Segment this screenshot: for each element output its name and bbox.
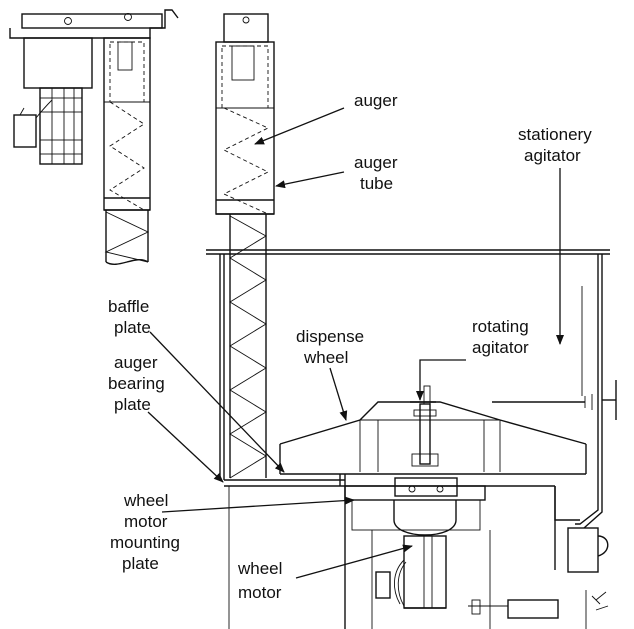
wheel-motor-assembly [344,477,609,629]
wheel-motor-arrow [295,544,413,579]
label-auger: auger [354,91,398,110]
label-wheel-motor-mounting-plate-line1: wheel [123,491,168,510]
auger-bearing-plate-arrow [147,411,224,483]
label-dispense-wheel-line1: dispense [296,327,364,346]
auger-front-view [215,13,275,479]
rotating-agitator-arrow [416,359,466,401]
baffle-plate-arrow [149,331,285,473]
label-wheel-motor-line2: motor [238,583,282,602]
label-auger-bearing-plate-line1: auger [114,353,158,372]
dispense-wheel-arrow [329,367,348,421]
label-wheel-motor-line1: wheel [237,559,282,578]
label-baffle-plate-line2: plate [114,318,151,337]
label-stationery-agitator-line2: agitator [524,146,581,165]
label-auger-bearing-plate-line3: plate [114,395,151,414]
auger-arrow [254,107,345,145]
callout-labels: auger auger tube stationery agitator baf… [108,91,592,602]
label-stationery-agitator-line1: stationery [518,125,592,144]
label-rotating-agitator-line1: rotating [472,317,529,336]
auger-tube-arrow [275,171,345,189]
label-baffle-plate-line1: baffle [108,297,149,316]
dispense-wheel-assembly [279,385,587,629]
label-wheel-motor-mounting-plate-line2: motor [124,512,168,531]
label-wheel-motor-mounting-plate-line4: plate [122,554,159,573]
wheel-motor-mounting-plate-arrow [161,496,355,513]
label-auger-tube-line1: auger [354,153,398,172]
auger-drive-side-view [9,9,179,265]
label-rotating-agitator-line2: agitator [472,338,529,357]
label-dispense-wheel-line2: wheel [303,348,348,367]
label-auger-tube-line2: tube [360,174,393,193]
ice-bin [206,249,617,629]
label-wheel-motor-mounting-plate-line3: mounting [110,533,180,552]
label-auger-bearing-plate-line2: bearing [108,374,165,393]
leader-lines [147,107,564,579]
